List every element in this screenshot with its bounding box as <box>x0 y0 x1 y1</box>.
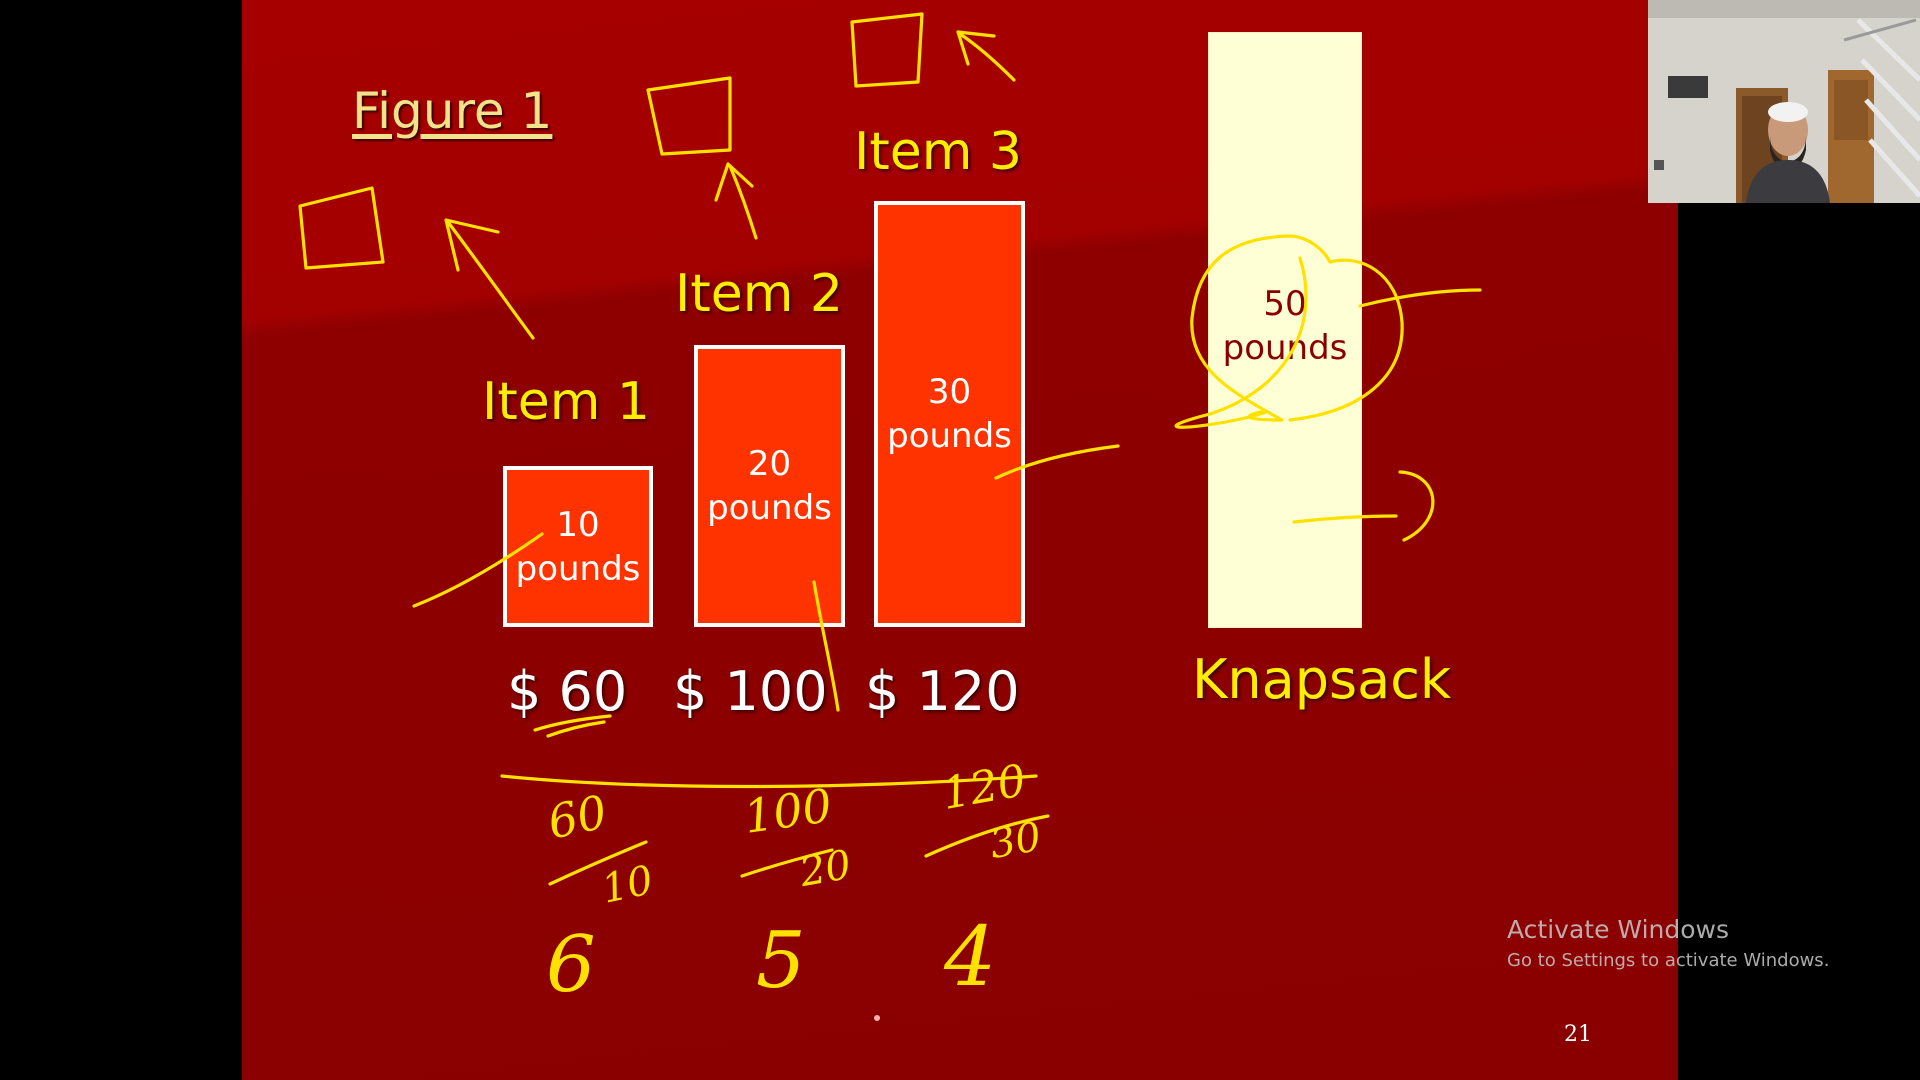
item-1-weight-unit: pounds <box>515 548 641 589</box>
handwritten-fraction-bar <box>740 848 834 878</box>
webcam-overlay <box>1648 0 1920 203</box>
watermark-line-1: Activate Windows <box>1507 915 1729 944</box>
item-1-weight-value: 10 <box>556 504 600 545</box>
handwritten-arrow <box>714 162 758 240</box>
item-3-weight-unit: pounds <box>887 416 1012 456</box>
pen-dot <box>874 1015 880 1021</box>
item-3-box: 30 pounds <box>874 201 1025 627</box>
handwritten-line <box>500 774 1038 789</box>
item-1-label: Item 1 <box>482 372 650 432</box>
item-3-label: Item 3 <box>854 122 1022 182</box>
presentation-slide: Figure 1 Item 1 10 pounds $ 60 Item 2 20… <box>242 0 1678 1080</box>
slide-title: Figure 1 <box>352 82 553 140</box>
item-2-weight-value: 20 <box>747 444 792 484</box>
handwritten-stroke <box>1398 470 1435 542</box>
handwritten-fraction-bar <box>924 814 1050 858</box>
slide-number: 21 <box>1564 1022 1592 1047</box>
watermark-line-2: Go to Settings to activate Windows. <box>1507 950 1830 971</box>
item-1-box: 10 pounds <box>503 466 653 627</box>
handwritten-fraction-bar <box>548 840 648 886</box>
knapsack-capacity: 50 pounds <box>1209 282 1361 370</box>
ratio-3-denominator: 30 <box>986 813 1045 869</box>
knapsack-capacity-value: 50 <box>1263 284 1307 324</box>
item-2-box: 20 pounds <box>694 345 845 627</box>
handwritten-arrow <box>444 218 535 340</box>
handwritten-stroke <box>412 532 544 608</box>
activate-windows-watermark: Activate Windows Go to Settings to activ… <box>1507 915 1829 971</box>
person-video-icon <box>1648 0 1920 203</box>
handwritten-square <box>850 12 924 88</box>
handwritten-square <box>646 76 732 156</box>
item-3-price: $ 120 <box>865 660 1020 723</box>
handwritten-square <box>298 186 385 270</box>
knapsack-box <box>1209 33 1361 627</box>
item-1-price: $ 60 <box>507 660 628 723</box>
item-2-weight-unit: pounds <box>707 488 832 528</box>
handwritten-stroke <box>1292 514 1398 524</box>
handwritten-arrow <box>956 30 1016 82</box>
handwritten-stroke <box>994 444 1120 480</box>
knapsack-label: Knapsack <box>1192 648 1452 711</box>
ratio-2-denominator: 20 <box>796 841 855 897</box>
handwritten-underline <box>533 714 612 738</box>
item-2-label: Item 2 <box>675 264 843 324</box>
handwritten-stroke <box>812 580 840 712</box>
handwritten-circle <box>1174 234 1404 429</box>
ratio-3-result: 4 <box>944 910 997 1005</box>
handwritten-stroke <box>1358 288 1482 308</box>
item-2-price: $ 100 <box>673 660 828 723</box>
item-3-weight-value: 30 <box>927 372 972 412</box>
ratio-1-result: 6 <box>546 920 596 1010</box>
ratio-2-result: 5 <box>756 916 806 1006</box>
